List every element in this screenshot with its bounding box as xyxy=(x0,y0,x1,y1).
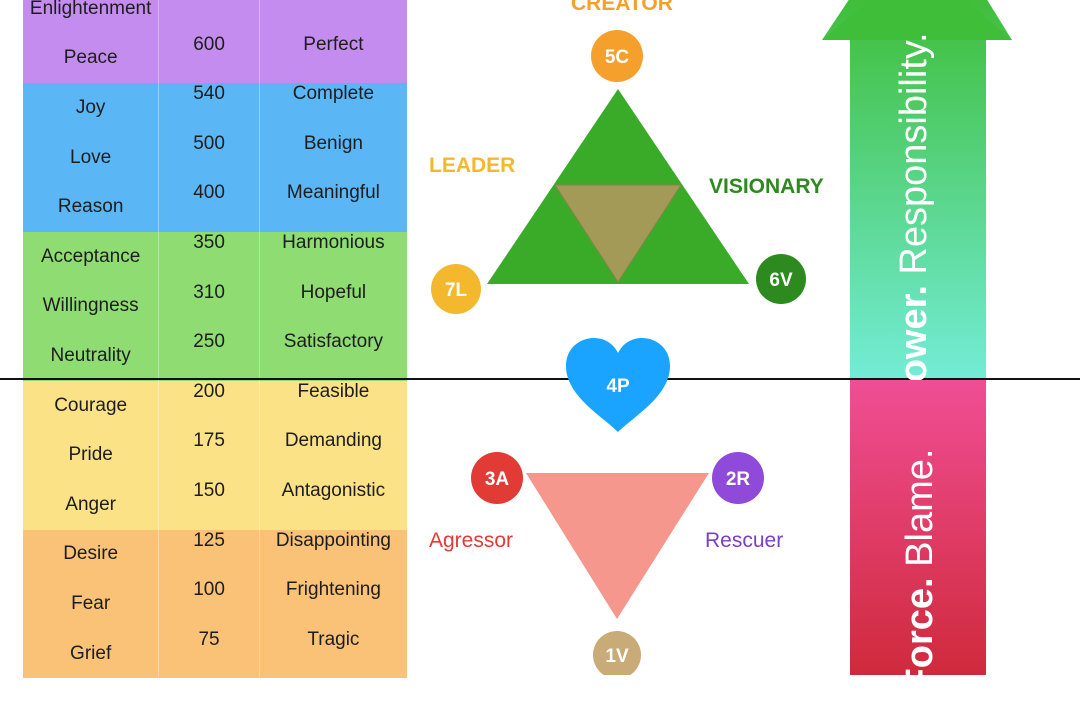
agressor-label: Agressor xyxy=(429,529,514,552)
svg-text:5C: 5C xyxy=(605,47,630,68)
level-view: Antagonistic xyxy=(258,479,407,530)
level-name: Willingness xyxy=(42,295,139,317)
level-view: Harmonious xyxy=(258,231,407,282)
level-name: Neutrality xyxy=(50,344,131,366)
svg-text:6V: 6V xyxy=(769,270,793,291)
level-value: 200 xyxy=(158,380,258,431)
level-view: Isness xyxy=(258,0,407,34)
level-name: Grief xyxy=(70,642,112,664)
level-value: 250 xyxy=(158,331,258,381)
rescuer-label: Rescuer xyxy=(705,529,784,552)
level-value: 500 xyxy=(158,132,258,183)
level-name: Acceptance xyxy=(41,245,141,267)
svg-text:3A: 3A xyxy=(485,469,510,490)
level-value: 700-1000 xyxy=(158,0,258,34)
level-view: Feasible xyxy=(258,380,407,431)
power-text: Power. Responsibility. xyxy=(884,20,944,420)
power-inner-triangle xyxy=(554,184,682,283)
svg-text:2R: 2R xyxy=(726,469,751,490)
heart-label: 4P xyxy=(606,376,630,397)
level-view: Frightening xyxy=(258,579,407,629)
level-value: 150 xyxy=(158,479,258,530)
force-bold: Force. xyxy=(899,577,941,692)
level-view: Benign xyxy=(258,132,407,183)
node-7l: 7L xyxy=(431,264,481,314)
node-5c: 5C xyxy=(591,30,643,82)
visionary-label: VISIONARY xyxy=(709,175,824,198)
level-view: Tragic xyxy=(258,628,407,679)
level-value: 125 xyxy=(158,529,258,580)
svg-text:7L: 7L xyxy=(445,280,468,301)
level-name: Anger xyxy=(65,493,116,515)
upper-triangle-diagram: 5C 7L 6V xyxy=(431,30,806,314)
leader-label: LEADER xyxy=(429,154,516,177)
heart-icon: 4P xyxy=(566,338,670,432)
level-value: 600 xyxy=(158,33,258,84)
node-2r: 2R xyxy=(712,452,764,504)
force-arrow xyxy=(850,380,986,675)
force-text: Force. Blame. xyxy=(890,420,950,720)
level-name: Joy xyxy=(75,96,106,118)
creator-label: CREATOR xyxy=(571,0,673,15)
blame-text: Blame. xyxy=(899,448,941,567)
svg-text:1V: 1V xyxy=(605,646,629,667)
level-value: 310 xyxy=(158,281,258,332)
level-view: Hopeful xyxy=(258,281,407,332)
level-value: 350 xyxy=(158,231,258,282)
level-name: Peace xyxy=(63,47,118,69)
level-value: 100 xyxy=(158,579,258,629)
lower-triangle-diagram: 3A 2R 1V xyxy=(471,452,764,675)
level-name: Desire xyxy=(63,543,119,565)
divider-line xyxy=(0,378,1080,380)
level-name: Love xyxy=(70,146,112,168)
level-name: Courage xyxy=(54,394,128,416)
level-name: Fear xyxy=(71,592,111,614)
drama-triangle xyxy=(526,473,709,619)
level-value: 75 xyxy=(158,628,258,679)
level-value: 175 xyxy=(158,430,258,480)
node-1v: 1V xyxy=(593,631,641,675)
level-view: Demanding xyxy=(258,430,407,480)
node-3a: 3A xyxy=(471,452,523,504)
level-view: Disappointing xyxy=(258,529,407,580)
responsibility-text: Responsibility. xyxy=(893,32,935,275)
level-row: Enlightenment 700-1000Isness xyxy=(23,0,407,34)
power-arrow xyxy=(822,0,1012,378)
levels-table: Enlightenment 700-1000IsnessPeace 600Perfe… xyxy=(23,0,407,679)
level-view: Satisfactory xyxy=(258,331,407,381)
node-6v: 6V xyxy=(756,254,806,304)
level-value: 400 xyxy=(158,182,258,232)
level-name: Enlightenment xyxy=(29,0,152,19)
level-name: Pride xyxy=(68,444,113,466)
level-name: Reason xyxy=(57,196,124,218)
level-view: Complete xyxy=(258,83,407,133)
level-value: 540 xyxy=(158,83,258,133)
level-view: Perfect xyxy=(258,33,407,84)
level-view: Meaningful xyxy=(258,182,407,232)
